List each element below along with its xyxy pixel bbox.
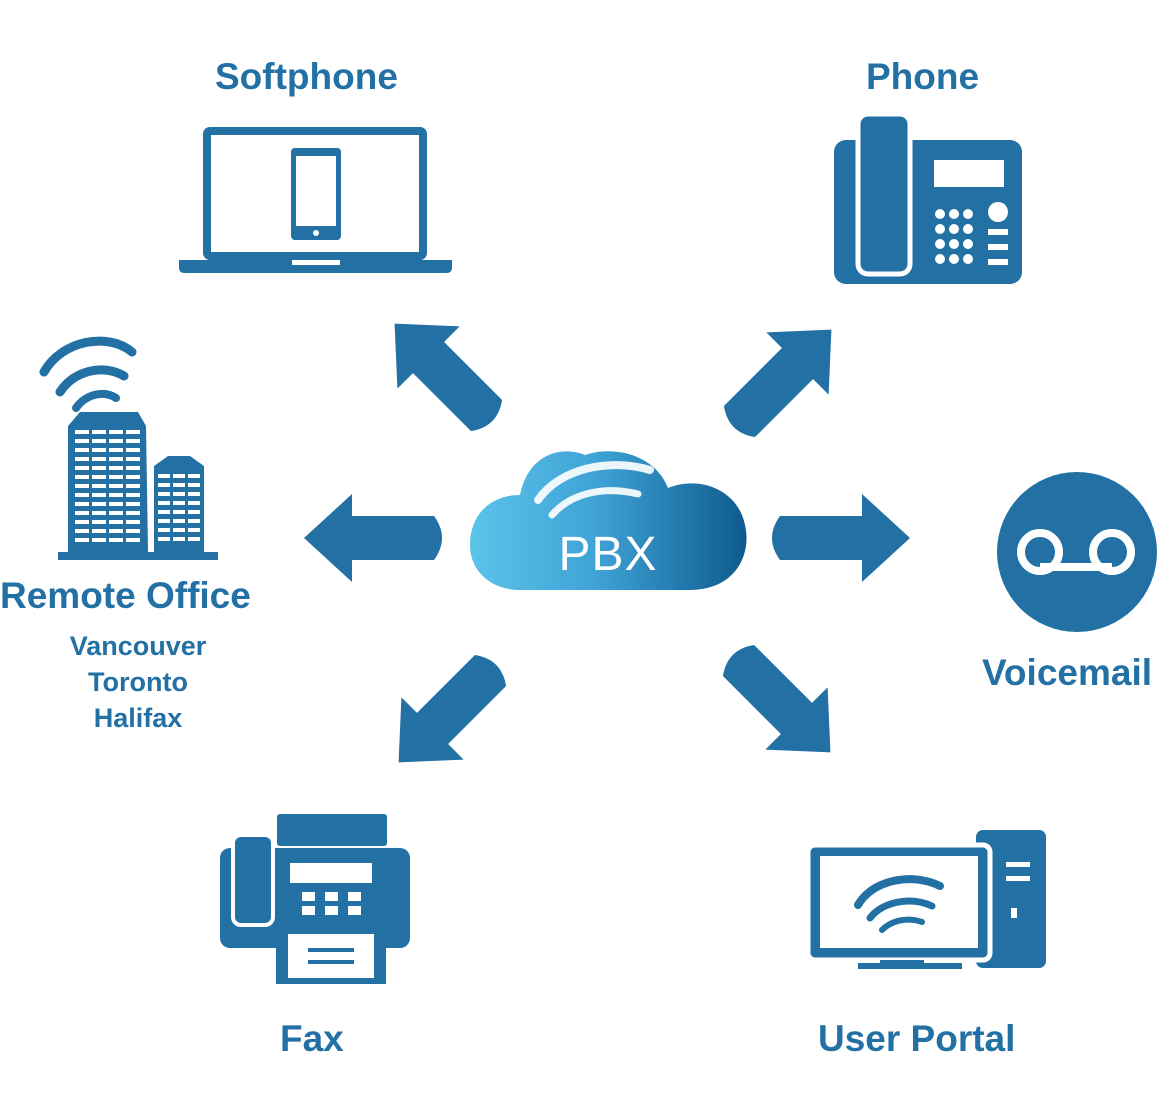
remote-office-label: Remote Office [0,575,251,616]
pbx-cloud-icon [470,451,747,590]
fax-label: Fax [280,1018,344,1059]
voicemail-label: Voicemail [982,652,1153,693]
arrow-to-voicemail [772,494,910,582]
desk-phone-icon [834,111,1022,284]
desktop-computer-icon [805,830,1046,969]
arrow-to-fax [367,633,528,794]
remote-office-cities: Vancouver Toronto Halifax [69,631,207,733]
laptop-with-phone-icon [179,127,452,273]
arrow-to-remote-office [304,494,442,582]
fax-machine-icon [220,814,410,984]
softphone-label: Softphone [215,56,398,97]
arrow-to-phone [702,298,863,459]
office-buildings-icon [39,336,218,560]
phone-label: Phone [866,56,980,97]
arrow-to-softphone [363,292,524,453]
voicemail-icon [997,472,1157,632]
arrow-to-user-portal [701,623,862,784]
pbx-label: PBX [558,528,658,581]
user-portal-label: User Portal [818,1018,1016,1059]
